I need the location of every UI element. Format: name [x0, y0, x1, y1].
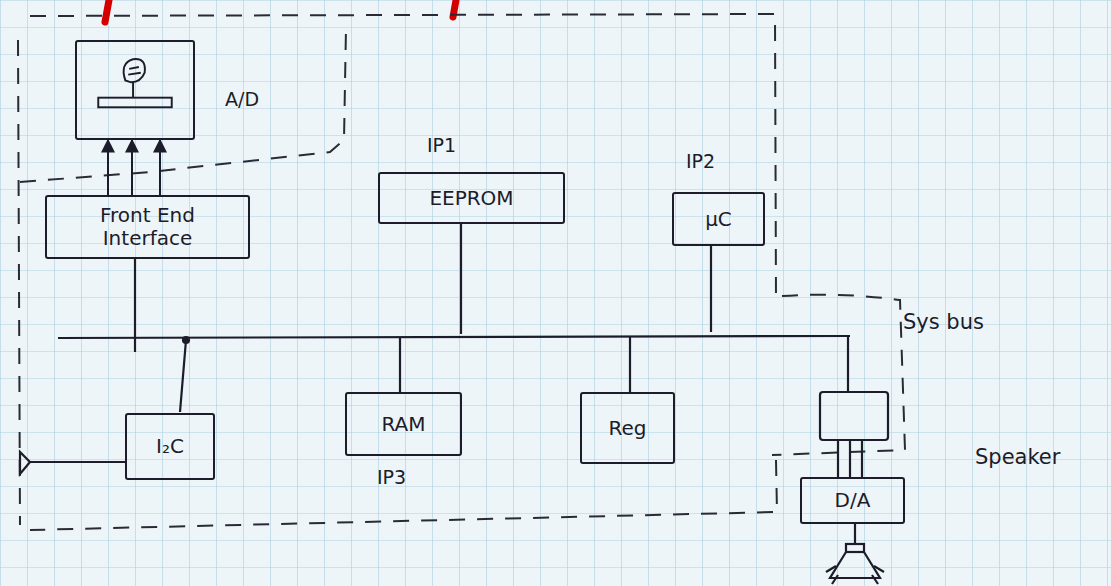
data-line	[849, 440, 851, 477]
bus-stub	[847, 336, 849, 392]
interface-block	[820, 392, 888, 440]
junction-dot	[183, 337, 189, 343]
speaker-cone	[830, 552, 880, 578]
block-box: I₂C	[125, 413, 215, 480]
dashed-boundary	[30, 14, 777, 530]
speaker-sound	[826, 566, 884, 584]
signal-arrow	[107, 140, 109, 195]
speaker-magnet	[846, 544, 864, 552]
boundary	[18, 14, 905, 530]
speaker-wire	[854, 524, 856, 544]
block-tag: IP1	[427, 134, 456, 156]
bus-stub	[629, 337, 631, 392]
block-label: D/A	[835, 489, 871, 512]
signal-arrow	[159, 140, 161, 195]
chip-icon	[77, 42, 193, 138]
block-tag: IP2	[686, 150, 715, 172]
bus-wires	[20, 224, 888, 584]
block-box: D/A	[800, 477, 905, 524]
red-marks	[105, 0, 456, 22]
antenna-wire	[30, 461, 125, 463]
system-bus	[58, 336, 850, 338]
dashed-boundary	[20, 28, 346, 182]
block-box: Front End Interface	[45, 195, 250, 259]
bus-stub	[399, 337, 401, 392]
chip-symbol	[124, 59, 145, 82]
bus-stub	[710, 246, 712, 332]
block-tag: A/D	[225, 88, 259, 110]
block-label: Front End Interface	[54, 204, 241, 250]
block-box: Reg	[580, 392, 675, 464]
dashed-region	[772, 295, 905, 455]
block-label: RAM	[381, 413, 425, 436]
signal-arrow	[131, 140, 133, 195]
red-mark	[105, 0, 109, 22]
data-line	[837, 440, 839, 477]
block-tag: IP3	[377, 466, 406, 488]
data-line	[861, 440, 863, 477]
block-box: IP1EEPROM	[378, 172, 565, 224]
bus-label: Sys bus	[903, 310, 984, 334]
bus-stub	[134, 259, 136, 352]
block-box: RAMIP3	[345, 392, 462, 456]
block-box: IP2μC	[672, 192, 765, 246]
bus-stub	[460, 224, 462, 334]
block-label: I₂C	[156, 435, 184, 458]
block-label: Reg	[609, 417, 647, 440]
speaker-label: Speaker	[975, 445, 1060, 469]
antenna-symbol	[20, 452, 30, 474]
chip-stem	[132, 82, 134, 97]
block-label: μC	[705, 208, 732, 231]
bus-stub	[180, 340, 186, 412]
chip-bar	[98, 98, 171, 108]
block-label: EEPROM	[429, 187, 513, 210]
converter-box: A/D	[75, 40, 195, 140]
